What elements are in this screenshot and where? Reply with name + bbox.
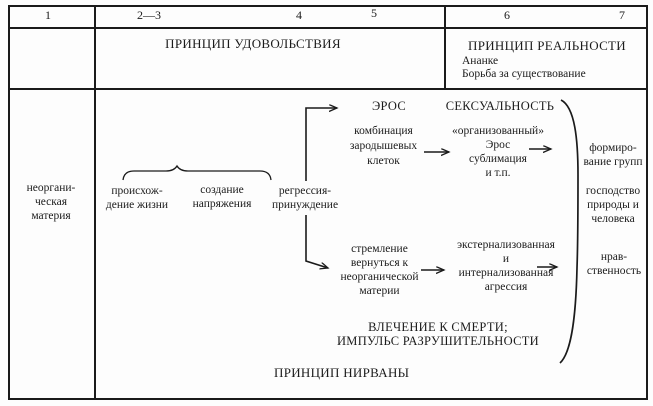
column-divider-reality <box>444 5 446 90</box>
node-morality: нрав- ственность <box>586 251 642 277</box>
column-divider-left <box>94 5 96 400</box>
column-number-7: 7 <box>619 8 625 22</box>
column-number-2-3: 2—3 <box>137 8 161 22</box>
node-regression-compulsion: регрессия- принуждение <box>271 185 339 211</box>
node-origin-of-life: происхож- дение жизни <box>105 185 169 211</box>
column-number-5: 5 <box>371 6 377 20</box>
struggle-for-existence-label: Борьба за существование <box>462 68 586 80</box>
reality-principle-heading: ПРИНЦИП РЕАЛЬНОСТИ <box>468 38 626 53</box>
column-number-6: 6 <box>504 8 510 22</box>
node-sexuality: СЕКСУАЛЬНОСТЬ <box>445 99 555 113</box>
node-return-to-inorganic: стремление вернуться к неорганической ма… <box>340 243 419 297</box>
nirvana-principle-heading: ПРИНЦИП НИРВАНЫ <box>274 365 410 380</box>
ananke-label: Ананке <box>462 55 499 67</box>
death-drive-heading: ВЛЕЧЕНИЕ К СМЕРТИ; ИМПУЛЬС РАЗРУШИТЕЛЬНО… <box>336 320 540 348</box>
table-outer-border <box>8 5 648 400</box>
column-number-4: 4 <box>296 8 302 22</box>
row-divider-top <box>8 27 648 29</box>
node-germ-cell-combination: комбинация зародышевых клеток <box>349 125 418 167</box>
node-eros: ЭРОС <box>371 99 407 113</box>
column-number-1: 1 <box>45 8 51 22</box>
node-inorganic-matter: неоргани- ческая материя <box>26 182 76 222</box>
node-tension-creation: создание напряжения <box>192 184 252 210</box>
node-group-formation: формиро- вание групп <box>583 142 643 168</box>
node-organized-eros-sublimation: «организованный» Эрос сублимация и т.п. <box>452 125 544 179</box>
node-externalized-internalized-aggression: экстернализованная и интернализованная а… <box>457 239 555 293</box>
node-domination-of-nature: господство природы и человека <box>585 185 641 225</box>
pleasure-principle-heading: ПРИНЦИП УДОВОЛЬСТВИЯ <box>165 36 341 51</box>
row-divider-header <box>8 88 648 90</box>
